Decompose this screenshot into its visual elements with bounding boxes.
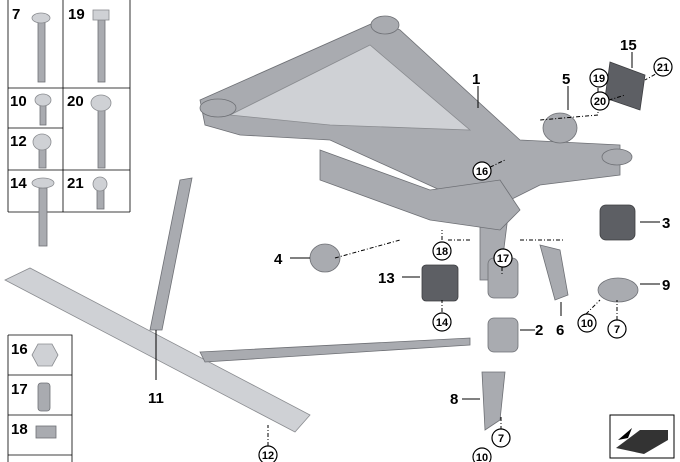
callout-label: 9 — [662, 277, 670, 294]
fastener-label: 10 — [10, 93, 27, 110]
callout-label: 2 — [535, 322, 543, 339]
circled-callout: 7 — [491, 428, 511, 448]
svg-text:7: 7 — [498, 433, 504, 445]
circled-callout: 16 — [472, 161, 492, 181]
circled-callout: 19 — [589, 68, 609, 88]
strut-brace — [4, 177, 471, 433]
circled-callout: 10 — [472, 447, 492, 462]
bolt-icon-19 — [92, 9, 110, 83]
fastener-label: 21 — [67, 175, 84, 192]
fastener-panel: 7 19 10 20 12 14 21 — [7, 0, 131, 247]
svg-text:17: 17 — [497, 253, 509, 265]
fastener-label: 19 — [68, 6, 85, 23]
bracket-6 — [539, 244, 569, 301]
svg-text:14: 14 — [436, 317, 449, 329]
clip-icon — [35, 425, 57, 439]
circled-callout: 14 — [432, 312, 452, 332]
bushing-5 — [542, 112, 578, 144]
callout-label: 13 — [378, 270, 395, 287]
mount-2 — [487, 317, 519, 353]
bolt-icon-12 — [32, 133, 52, 169]
fastener-label: 20 — [67, 93, 84, 110]
vehicle-orientation-icon — [609, 414, 675, 459]
axle-carrier — [199, 15, 633, 299]
small-part-label: 18 — [11, 421, 28, 438]
fastener-label: 12 — [10, 133, 27, 150]
callout-label: 11 — [148, 390, 164, 407]
circled-callout: 17 — [493, 248, 513, 268]
spring-pin-icon — [37, 382, 51, 412]
circled-callout: 18 — [432, 241, 452, 261]
callout-label: 4 — [274, 251, 283, 268]
circled-callout: 21 — [653, 57, 673, 77]
plate-15 — [604, 61, 646, 111]
bolt-icon-7 — [31, 12, 51, 83]
svg-text:21: 21 — [657, 62, 669, 74]
circled-callout: 7 — [607, 319, 627, 339]
nut-icon — [31, 343, 59, 367]
mount-13 — [421, 264, 459, 302]
svg-text:18: 18 — [436, 246, 448, 258]
callout-label: 3 — [662, 215, 670, 232]
callout-label: 8 — [450, 391, 458, 408]
bolt-icon-20 — [90, 94, 112, 169]
small-parts-panel: 16 17 18 — [7, 334, 73, 462]
svg-text:10: 10 — [581, 318, 593, 330]
small-part-label: 17 — [11, 381, 28, 398]
bolt-icon-14 — [31, 177, 55, 247]
bolt-icon-21 — [92, 176, 108, 210]
callout-label: 6 — [556, 322, 564, 339]
svg-text:12: 12 — [262, 450, 274, 462]
fastener-label: 7 — [12, 6, 20, 23]
bracket-8 — [481, 371, 506, 431]
bracket-9 — [597, 277, 639, 303]
circled-callout: 10 — [577, 313, 597, 333]
svg-text:19: 19 — [593, 73, 605, 85]
small-part-label: 16 — [11, 341, 28, 358]
callout-label: 5 — [562, 71, 570, 88]
svg-text:16: 16 — [476, 166, 488, 178]
svg-text:20: 20 — [594, 96, 606, 108]
callout-label: 15 — [620, 37, 637, 54]
bolt-icon-10 — [34, 93, 52, 126]
circled-callout: 20 — [590, 91, 610, 111]
svg-text:10: 10 — [476, 452, 488, 462]
callout-label: 1 — [472, 71, 480, 88]
fastener-label: 14 — [10, 175, 27, 192]
circled-callout: 12 — [258, 445, 278, 462]
mount-3 — [599, 204, 636, 241]
svg-text:7: 7 — [614, 324, 620, 336]
